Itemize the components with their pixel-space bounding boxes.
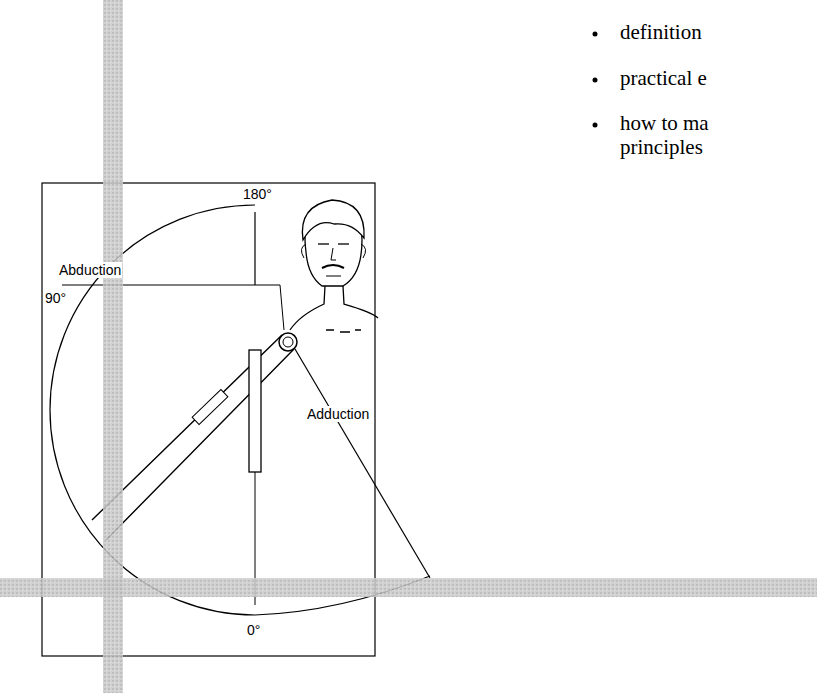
angle-label: 0° <box>246 622 261 638</box>
eye <box>338 243 349 244</box>
motion-label: Adduction <box>306 406 370 422</box>
reference-line <box>280 285 284 330</box>
mouth <box>326 276 341 277</box>
arm <box>249 350 261 472</box>
nose <box>331 248 336 260</box>
bullet-dot <box>593 78 598 83</box>
reference-line <box>254 212 255 285</box>
bullet-dot <box>593 123 598 128</box>
angle-label: 90° <box>44 290 67 306</box>
moustache <box>322 265 344 268</box>
eye <box>318 243 329 244</box>
reference-line <box>62 284 280 285</box>
chest-marks <box>326 330 361 332</box>
ear <box>361 244 366 258</box>
bullet-text: definition <box>620 20 702 44</box>
scan-bar <box>0 578 817 597</box>
bullet-text: how to ma principles <box>620 111 724 159</box>
angle-label: 180° <box>242 186 273 202</box>
reference-line <box>295 349 430 578</box>
ear <box>301 244 306 258</box>
bullet-dot <box>593 32 598 37</box>
arm <box>192 390 228 425</box>
torso <box>290 286 378 330</box>
motion-label: Abduction <box>58 262 122 278</box>
range-arc <box>50 205 255 615</box>
hair <box>302 200 364 240</box>
bullet-text: practical e <box>620 66 707 90</box>
